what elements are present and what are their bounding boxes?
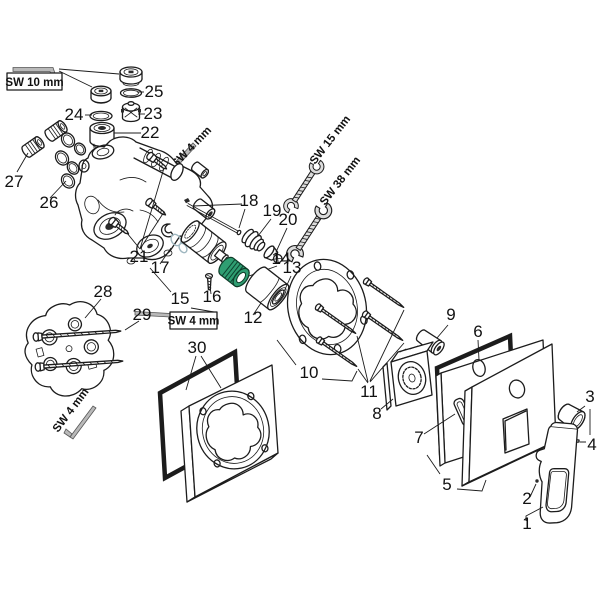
leader-7 [423, 413, 456, 435]
sw15-label: SW 15 mm [308, 114, 353, 167]
part-23-check-valve [121, 101, 141, 123]
label-30: 30 [188, 338, 207, 357]
label-7: 7 [414, 428, 423, 447]
leader-29 [124, 320, 140, 331]
leader-11 [356, 309, 405, 384]
leader-19 [257, 218, 272, 237]
label-21: 21 [130, 247, 149, 266]
sw10-label: SW 10 mm [5, 77, 63, 89]
part-26-orings [54, 132, 87, 189]
label-14: 14 [272, 249, 291, 268]
part-16-screw [204, 272, 214, 291]
label-27: 27 [5, 172, 24, 191]
label-3: 3 [585, 387, 594, 406]
part-27-bushings [21, 120, 68, 158]
part-9-extension [415, 329, 445, 356]
part-18-rod [184, 198, 242, 236]
label-8: 8 [372, 404, 381, 423]
valve-body [74, 136, 216, 265]
leader-9 [436, 324, 449, 339]
sw38-label: SW 38 mm [318, 155, 363, 208]
label-20: 20 [279, 210, 298, 229]
leader-17 [159, 247, 172, 265]
allen-key-sw4-bottom [63, 405, 97, 440]
part-28-mounting-plate [24, 301, 115, 397]
part-cap-upper-left [90, 85, 112, 104]
label-28: 28 [94, 282, 113, 301]
leader-15-bracket [149, 267, 215, 313]
leader-3 [576, 405, 586, 413]
leader-21 [126, 167, 165, 250]
part-2-screw [535, 479, 539, 483]
sw4-box-label: SW 4 mm [168, 316, 220, 328]
label-4: 4 [587, 435, 596, 454]
leader-10-bracket [276, 339, 358, 382]
leader-18 [192, 203, 246, 229]
label-22: 22 [141, 123, 160, 142]
part-cap-upper-right [119, 66, 143, 87]
part-24-oring [89, 110, 113, 122]
part-25-oring [119, 88, 143, 98]
label-1: 1 [522, 514, 531, 533]
leader-13 [281, 275, 292, 297]
leader-26 [49, 180, 67, 199]
part-30-escutcheon [180, 364, 279, 503]
leader-12 [252, 302, 262, 316]
label-13: 13 [283, 258, 302, 277]
label-29: 29 [133, 305, 152, 324]
part-19 [241, 228, 266, 252]
label-23: 23 [144, 104, 163, 123]
label-2: 2 [522, 489, 531, 508]
label-19: 19 [263, 201, 282, 220]
leader-2 [529, 483, 537, 498]
label-25: 25 [145, 82, 164, 101]
part-1-handle [535, 421, 579, 524]
label-12: 12 [244, 308, 263, 327]
allen-key-sw10 [6, 67, 120, 91]
wrench-sw15 [282, 157, 326, 214]
label-18: 18 [240, 191, 259, 210]
part-17-clip [160, 223, 188, 254]
leader-27 [16, 152, 29, 173]
part-6-oring [472, 358, 486, 378]
label-9: 9 [446, 305, 455, 324]
label-11: 11 [360, 382, 378, 401]
leader-28 [84, 298, 102, 319]
label-16: 16 [203, 287, 222, 306]
part-14-green-ring [218, 256, 250, 288]
leader-5-bracket [426, 454, 487, 492]
leader-16 [209, 285, 212, 295]
label-17: 17 [151, 258, 170, 277]
part-8-block [382, 341, 434, 411]
label-15: 15 [171, 289, 190, 308]
allen-key-sw4-box [134, 311, 218, 330]
wrench-sw38 [285, 200, 334, 263]
part-12-sleeve [245, 266, 290, 311]
label-5: 5 [442, 475, 451, 494]
label-26: 26 [40, 193, 59, 212]
label-6: 6 [473, 322, 482, 341]
part-20 [263, 245, 283, 264]
leader-30 [185, 355, 222, 391]
leader-4 [580, 409, 591, 443]
label-24: 24 [65, 105, 84, 124]
part-5-cover-plate [461, 343, 557, 487]
leader-6 [477, 339, 480, 361]
leader-20 [275, 227, 288, 253]
label-10: 10 [300, 363, 319, 382]
leader-8 [380, 398, 394, 410]
leader-1 [525, 506, 544, 521]
